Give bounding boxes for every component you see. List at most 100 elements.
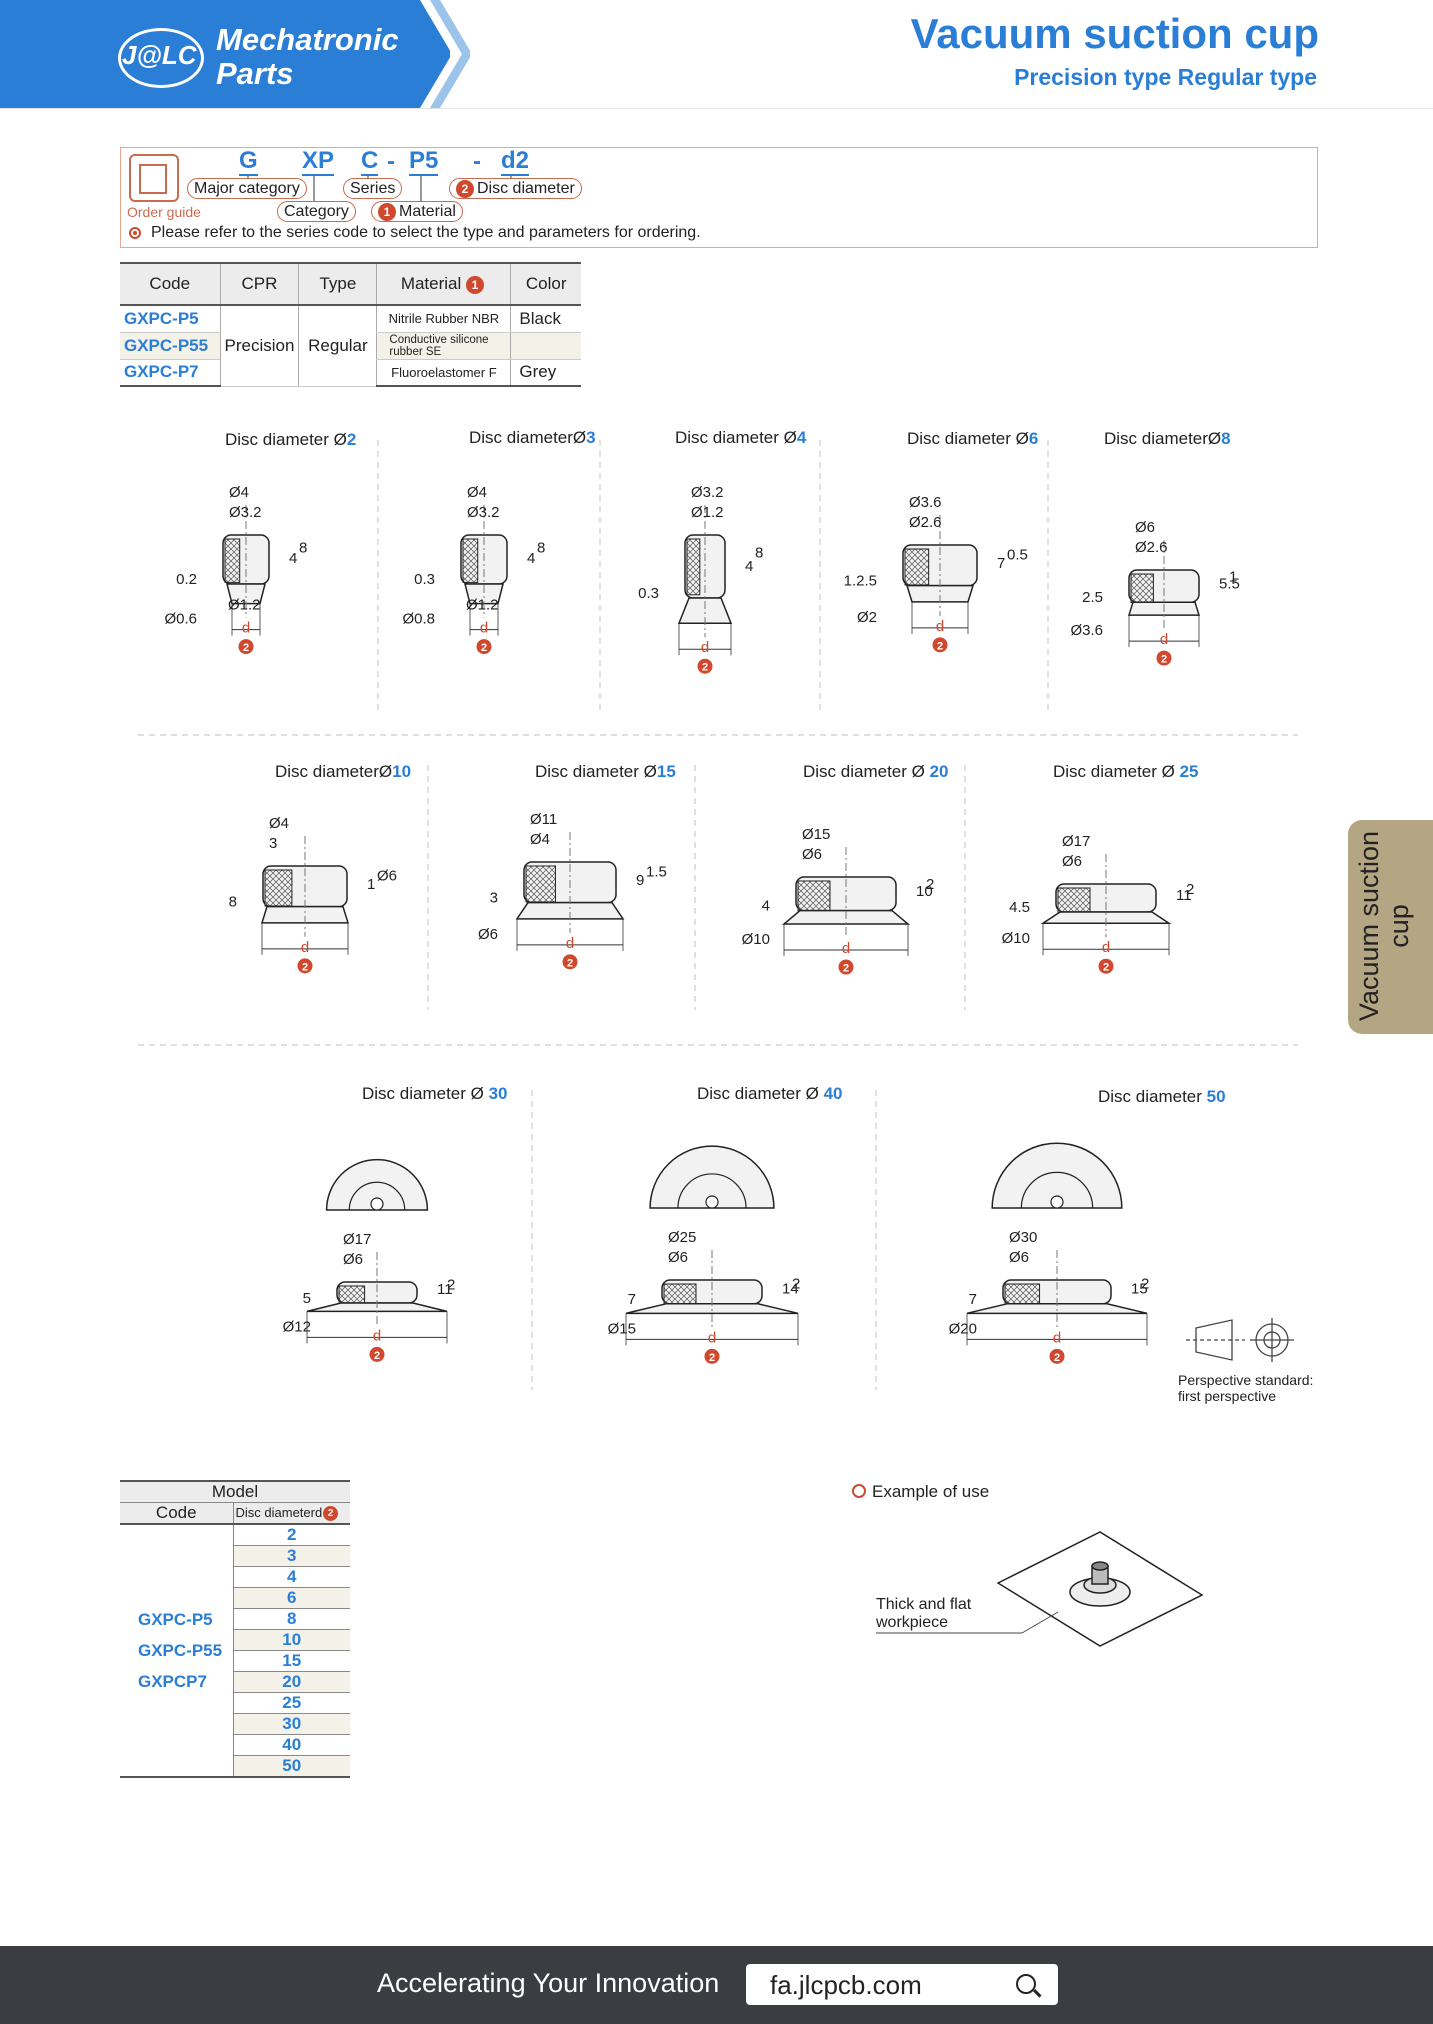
disc-label-text: Disc diameter [1098,1087,1202,1106]
cup-plan-inner [677,1173,747,1209]
logo-ring [118,28,204,88]
example-title-text: Example of use [872,1482,990,1501]
cup-drawing [515,832,625,951]
order-note-text: Please refer to the series code to selec… [151,224,701,241]
badge-2: 2 [323,1506,339,1522]
model-disc-value: 40 [233,1734,350,1756]
dimension-value: 2.5 [1082,589,1103,606]
code-part-series: C [361,147,379,176]
badge-2-text: 2 [374,1350,380,1362]
disc-label-text: Disc diameter [675,428,779,447]
model-codes: GXPC-P5 GXPC-P55 GXPCP7 [120,1524,234,1778]
disc-label-size: 30 [488,1084,508,1103]
cup-section-hatch [663,1283,697,1306]
ring-icon [852,1484,866,1498]
perspective-note-line-2: first perspective [1178,1388,1277,1404]
dimension-value: 1.2.5 [844,573,877,590]
code-part-diameter: d2 [501,147,530,176]
dimension-value: Ø6 [478,926,498,943]
badge-2-icon [562,954,578,970]
disc-label-30: Disc diameter Ø 30 [362,1084,508,1103]
model-disc-value: 8 [233,1608,350,1630]
code-part-major: G [239,147,258,176]
disc-label-size: 40 [823,1084,843,1103]
spec-code: GXPC-P7 [120,359,220,387]
cup-plan-hole [370,1197,384,1211]
pill-category: Category [277,201,356,222]
badge-2-icon [1049,1348,1065,1364]
dimension-value: Ø6 [668,1249,688,1266]
cup-plan-inner [1020,1171,1094,1209]
search-icon[interactable] [1016,1974,1036,1994]
brand-line-1: Mechatronic [216,22,399,57]
cup-drawing [306,1158,448,1344]
dimension-value: Ø1.2 [228,597,261,614]
dimension-value: 7 [628,1291,636,1308]
footer-search-box[interactable] [746,1964,1058,2005]
footer-bar [0,1946,1433,2024]
d-label: d [1102,939,1110,956]
footer-slogan: Accelerating Your Innovation [377,1968,720,1998]
spec-cpr: Precision [219,305,299,387]
spec-header-type: Type [298,262,377,306]
model-disc-value: 3 [233,1545,350,1567]
badge-2-text: 2 [843,963,849,975]
dimension-value: 7 [969,1291,977,1308]
spec-header-material-label: Material [400,274,462,293]
dimension-value: 1 [367,876,375,893]
cup-drawing [677,505,733,656]
dimension-value: 8 [229,894,237,911]
spec-table: Code CPR Type Material 1 Color GXPC-P5 P… [120,262,581,387]
disc-label-25: Disc diameter Ø 25 [1053,762,1199,781]
dimension-value: Ø6 [1062,853,1082,870]
cup-drawing [1127,540,1201,648]
dimension-value: 2 [1186,881,1194,898]
dimension-value: 9 [636,872,644,889]
cup-plan-hole [1050,1195,1064,1209]
section-dividers [138,440,1298,1390]
model-code-header: Code [120,1502,234,1525]
model-disc-value: 10 [233,1629,350,1651]
badge-2-icon [476,639,492,655]
d-label: d [842,940,850,957]
dimension-value: Ø3.2 [229,504,262,521]
cup-drawing [966,1142,1148,1346]
dimension-value: 0.2 [176,571,197,588]
dimension-value: Ø4 [269,815,289,832]
disc-label-size: 8 [1221,429,1231,448]
spec-header-material: Material 1 [376,262,511,306]
perspective-note-line-1: Perspective standard: [1178,1372,1314,1388]
example-title: Example of use [852,1482,989,1502]
footer-url-link[interactable]: fa.jlcpcb.com [770,1970,922,2000]
dimension-value: Ø10 [1002,930,1030,947]
phone-order-icon [129,154,179,202]
page-subtitle: Precision type Regular type [1014,64,1317,90]
disc-label-text: Disc diameter [275,762,379,781]
badge-2-text: 2 [481,642,487,654]
spec-color: Black [510,305,581,333]
dimension-value: Ø6 [343,1251,363,1268]
spec-material: Nitrile Rubber NBR [376,305,511,333]
cup-section-hatch [224,538,241,583]
disc-label-size: 50 [1206,1087,1226,1106]
code-part-category: XP [302,147,335,176]
d-label: d [936,618,944,635]
spec-code: GXPC-P55 [120,332,220,360]
pill-disc-diameter-label: Disc diameter [477,180,575,197]
dimension-value: Ø3.2 [467,504,500,521]
dimension-value: 8 [299,540,307,557]
disc-label-size: 20 [929,762,949,781]
dimension-value: Ø4 [467,484,487,501]
disc-label-text: Disc diameter [697,1084,801,1103]
dimension-value: Ø17 [1062,833,1090,850]
dimension-value: 2 [447,1277,455,1294]
disc-label-text: Disc diameter [225,430,329,449]
disc-label-text: Disc diameter [907,429,1011,448]
cup-drawing [260,836,350,955]
disc-label-4: Disc diameter Ø4 [675,428,807,447]
disc-label-size: 25 [1179,762,1199,781]
dimension-value: 5 [303,1290,311,1307]
disc-label-3: Disc diameterØ3 [469,428,596,447]
